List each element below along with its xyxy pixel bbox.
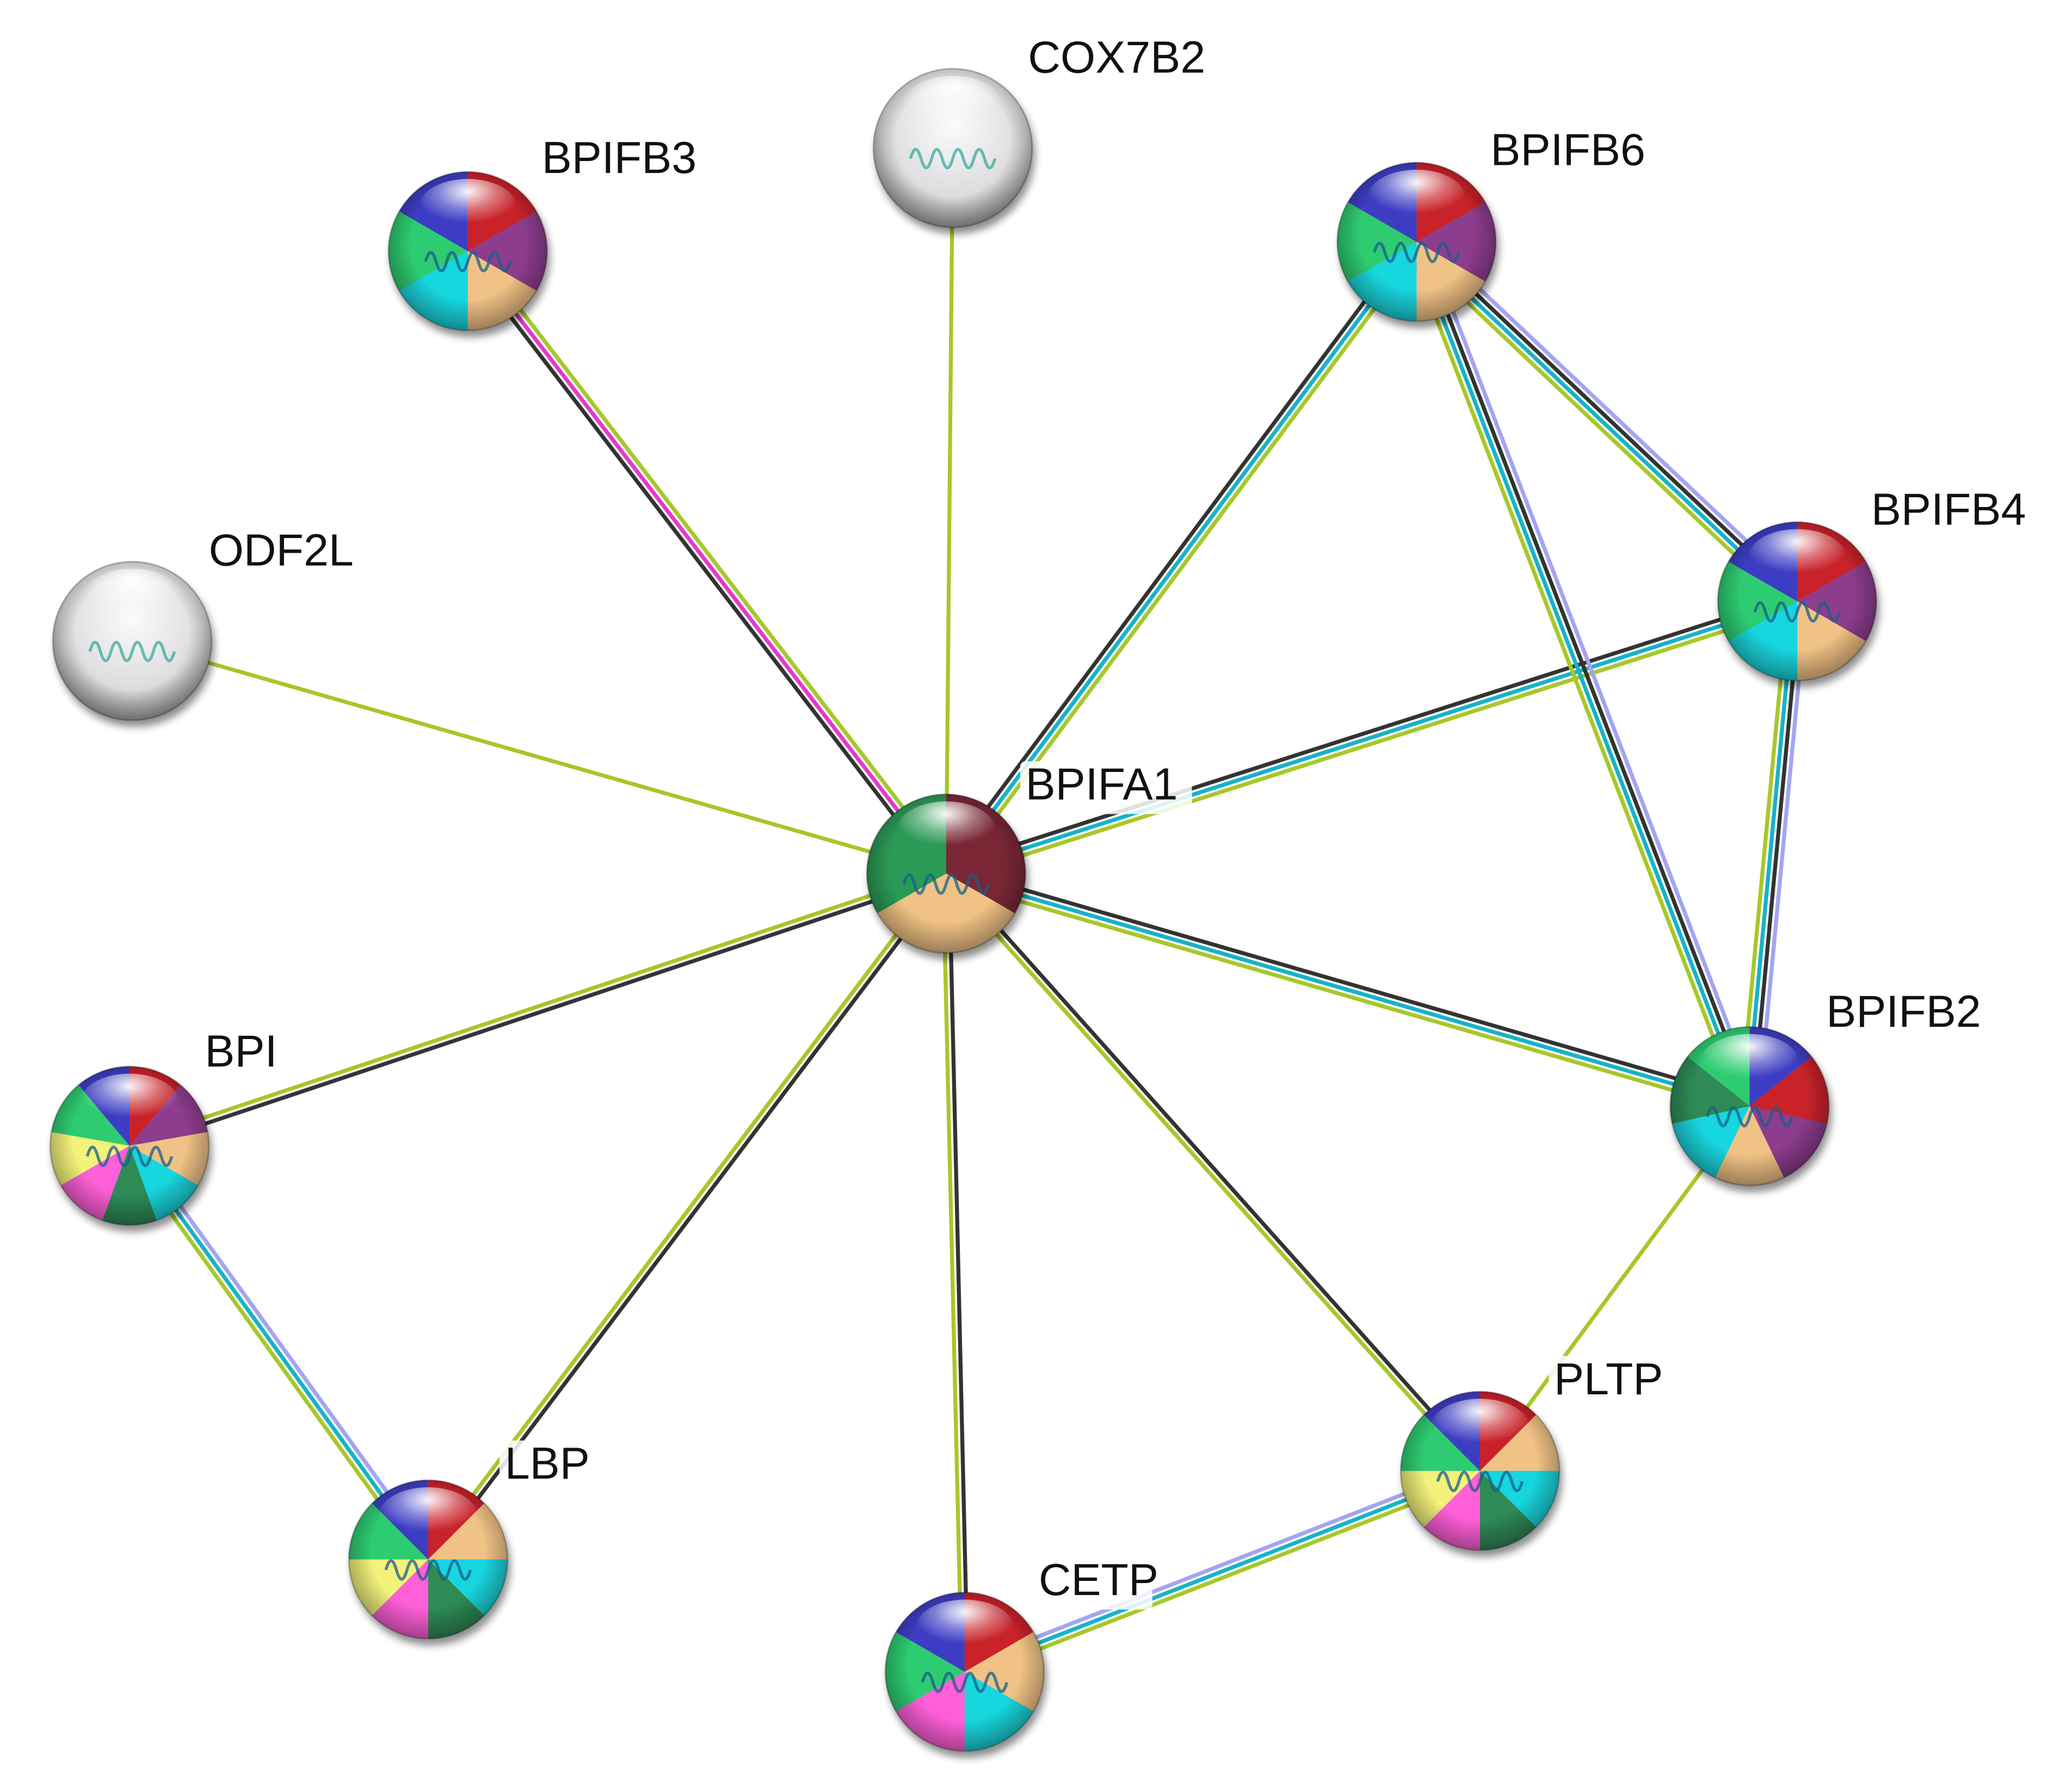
node-bpi[interactable] <box>47 1064 211 1228</box>
node-bpifb3[interactable] <box>386 169 550 333</box>
edge-bpifa1-bpi[interactable] <box>128 868 948 1151</box>
edge-bpifb6-bpifb4[interactable] <box>1409 233 1805 610</box>
edge-stripe-coexpression <box>1417 238 1801 601</box>
edge-stripe-coexpression <box>1750 601 1803 1107</box>
edge-stripe-database <box>945 599 1798 876</box>
edge-stripe-textmining <box>122 1148 425 1565</box>
node-sphere <box>873 69 1032 227</box>
node-label-background <box>499 1440 592 1493</box>
edge-bpifa1-cetp[interactable] <box>941 873 970 1672</box>
edge-stripe-textmining <box>942 874 1479 1474</box>
edge-stripe-coexpression <box>943 594 1796 870</box>
node-sphere <box>1718 522 1877 681</box>
edge-stripe-coexpression <box>939 237 1414 872</box>
edge-stripe-homology <box>961 1463 1479 1668</box>
edge-stripe-database <box>1744 601 1796 1107</box>
node-sphere <box>885 1592 1044 1751</box>
node-sphere <box>1401 1391 1559 1550</box>
edge-bpifa1-bpifb3[interactable] <box>461 246 953 879</box>
node-label-background <box>1022 34 1195 88</box>
edge-stripe-textmining <box>131 639 947 876</box>
edge-stripe-homology <box>1756 602 1809 1108</box>
edge-bpifb6-bpifb2[interactable] <box>1406 238 1760 1110</box>
node-label-background <box>1866 486 2038 540</box>
edge-bpifa1-bpifb2[interactable] <box>943 866 1752 1114</box>
node-label-background <box>1821 988 1993 1042</box>
edge-bpifa1-cox7b2[interactable] <box>944 148 955 874</box>
edge-stripe-coexpression <box>947 873 970 1672</box>
edge-stripe-textmining <box>1738 600 1790 1106</box>
node-sphere <box>50 1066 209 1225</box>
edge-cetp-pltp[interactable] <box>961 1463 1483 1679</box>
edge-stripe-coexpression <box>130 874 948 1151</box>
node-label-background <box>1020 761 1192 814</box>
edge-stripe-database <box>1413 242 1797 605</box>
edge-stripe-textmining <box>947 605 1800 881</box>
node-label-bpifa1: BPIFA1 <box>1026 759 1178 810</box>
node-label-background <box>1033 1556 1152 1610</box>
edge-stripe-textmining <box>471 246 953 872</box>
edge-bpifa1-bpifb4[interactable] <box>943 594 1800 881</box>
edge-stripe-textmining <box>966 1474 1483 1679</box>
node-cox7b2[interactable] <box>872 67 1033 228</box>
node-bpifb6[interactable] <box>1335 160 1498 324</box>
edge-stripe-textmining <box>943 877 1749 1114</box>
node-label-bpifb2: BPIFB2 <box>1826 986 1981 1036</box>
edges-layer <box>122 148 1809 1679</box>
node-odf2l[interactable] <box>52 560 213 721</box>
edge-stripe-textmining <box>1409 247 1792 610</box>
node-bpifa1[interactable] <box>864 792 1028 955</box>
edge-stripe-textmining <box>1406 244 1743 1110</box>
edge-stripe-coexpression <box>947 870 1484 1470</box>
node-label-bpi: BPI <box>205 1026 277 1076</box>
node-bpifb2[interactable] <box>1668 1024 1831 1188</box>
edge-bpifa1-pltp[interactable] <box>942 870 1484 1474</box>
edge-stripe-database <box>128 1144 430 1561</box>
node-sphere <box>349 1480 508 1639</box>
node-label-bpifb3: BPIFB3 <box>542 133 697 183</box>
node-label-background <box>203 527 349 580</box>
node-label-cetp: CETP <box>1039 1555 1158 1605</box>
node-label-background <box>199 1028 292 1082</box>
node-sphere <box>388 171 547 331</box>
node-label-pltp: PLTP <box>1554 1354 1663 1404</box>
node-sphere <box>867 794 1026 953</box>
edge-bpifa1-odf2l[interactable] <box>131 639 947 876</box>
node-sphere <box>53 561 212 720</box>
edge-bpifb4-bpifb2[interactable] <box>1738 600 1809 1108</box>
node-label-bpifb6: BPIFB6 <box>1490 125 1645 175</box>
node-label-cox7b2: COX7B2 <box>1028 33 1205 83</box>
edge-stripe-homology <box>1421 233 1805 596</box>
edge-stripe-homology <box>133 1141 435 1558</box>
edge-stripe-coexpression <box>947 866 1752 1103</box>
edge-stripe-textmining <box>944 148 955 874</box>
edge-bpi-lbp[interactable] <box>122 1141 435 1565</box>
edge-stripe-textmining <box>128 868 946 1145</box>
node-sphere <box>1337 162 1496 322</box>
node-bpifb4[interactable] <box>1715 520 1879 683</box>
edge-stripe-textmining <box>941 873 964 1672</box>
edge-stripe-coexpression <box>1417 240 1755 1106</box>
edge-stripe-database <box>964 1469 1481 1674</box>
edge-stripe-database <box>945 872 1750 1108</box>
node-label-odf2l: ODF2L <box>209 526 354 576</box>
edge-stripe-homology <box>1423 238 1760 1104</box>
node-cetp[interactable] <box>883 1590 1046 1753</box>
edge-stripe-experiment <box>466 250 948 875</box>
node-lbp[interactable] <box>346 1478 510 1641</box>
node-label-lbp: LBP <box>505 1438 590 1488</box>
node-label-background <box>1549 1356 1668 1409</box>
node-sphere <box>1670 1027 1829 1185</box>
node-label-background <box>536 134 708 188</box>
edge-stripe-database <box>1411 242 1749 1108</box>
node-label-bpifb4: BPIFB4 <box>1871 484 2026 534</box>
edge-stripe-coexpression <box>461 254 943 879</box>
node-pltp[interactable] <box>1398 1389 1562 1553</box>
node-label-background <box>1485 127 1657 180</box>
